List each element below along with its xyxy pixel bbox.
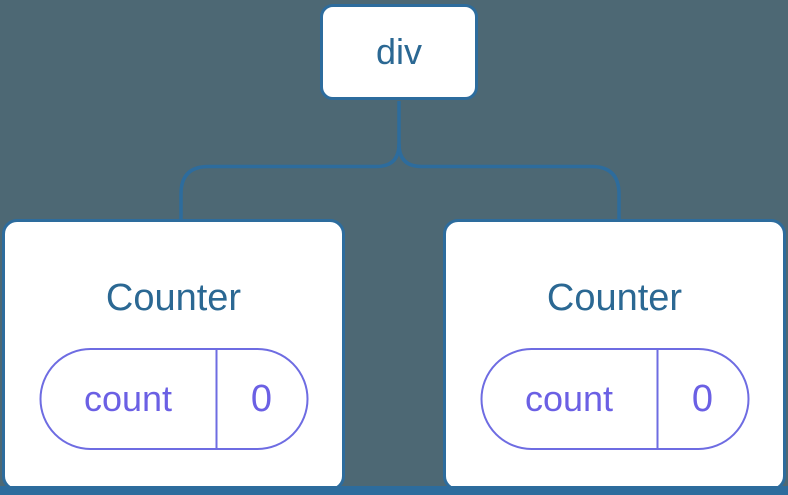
state-value: 0: [656, 350, 747, 448]
state-key-label: count: [524, 378, 614, 419]
component-title: Counter: [546, 277, 683, 319]
root-node-label: div: [375, 31, 423, 72]
counter-node-right: Counter count 0: [443, 219, 786, 491]
state-value: 0: [215, 350, 306, 448]
counter-node-left: Counter count 0: [2, 219, 345, 491]
baseline-bar: [0, 486, 788, 495]
root-node-div: div: [320, 4, 478, 100]
connector-right-branch: [397, 143, 621, 221]
component-title: Counter: [105, 277, 242, 319]
state-pill: count 0: [480, 348, 749, 450]
state-pill: count 0: [39, 348, 308, 450]
state-key-label: count: [83, 378, 173, 419]
connector-left-branch: [179, 143, 401, 221]
